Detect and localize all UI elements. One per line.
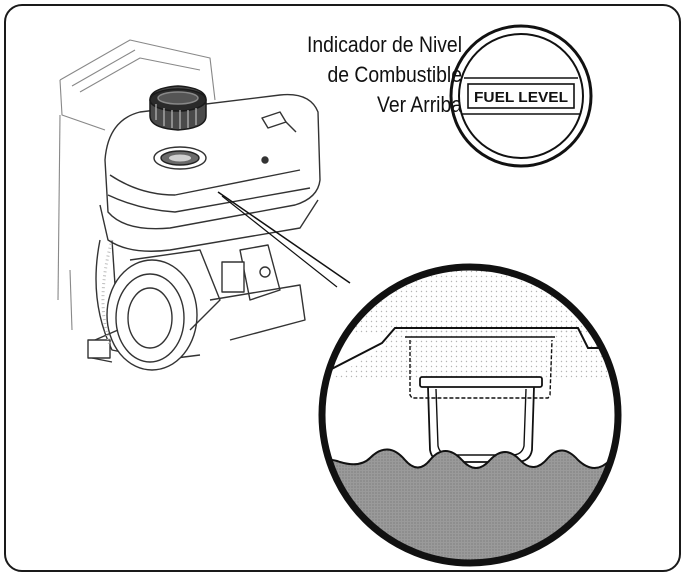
fuel-cap-icon	[150, 86, 206, 130]
caption-line-1: Indicador de Nivel	[286, 30, 462, 60]
magnified-fuel-filter-view	[300, 250, 640, 580]
caption-line-3: Ver Arriba	[286, 90, 462, 120]
fuel-level-label: FUEL LEVEL	[474, 89, 568, 106]
caption-line-2: de Combustible	[286, 60, 462, 90]
fuel-level-caption: Indicador de Nivel de Combustible Ver Ar…	[286, 30, 462, 120]
